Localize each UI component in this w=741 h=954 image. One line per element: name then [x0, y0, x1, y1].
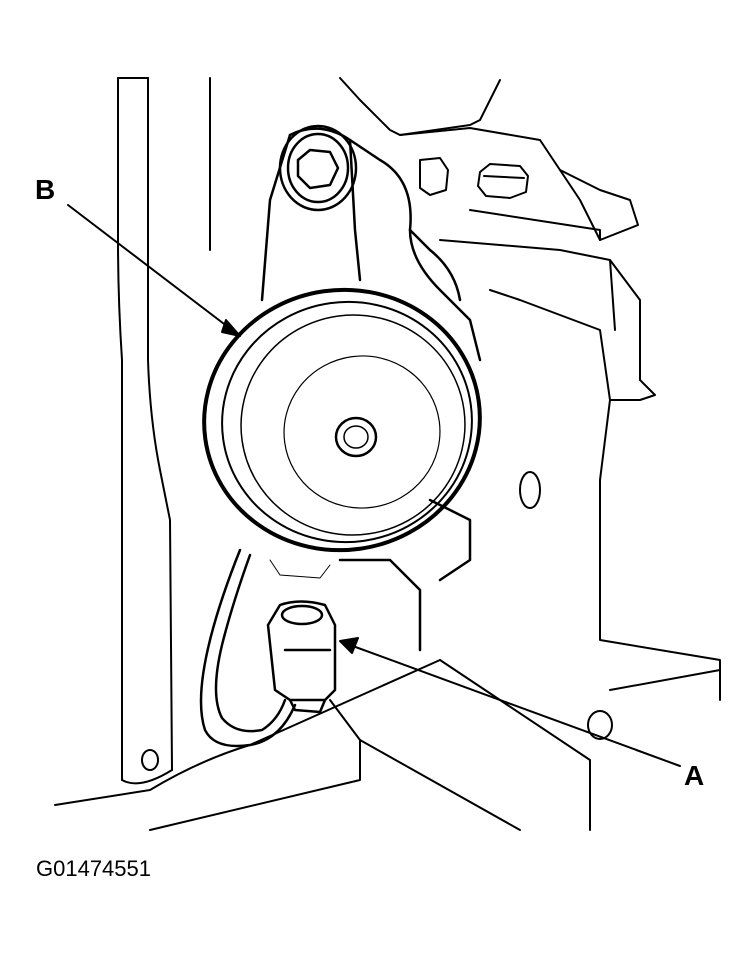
horn-bracket [260, 127, 482, 652]
frame-pillar [117, 77, 211, 785]
wire-harness [199, 548, 297, 748]
flange-bolt [419, 157, 529, 199]
upper-body [339, 77, 721, 701]
leader-line-b [67, 204, 241, 337]
connector-icon [266, 600, 337, 714]
callout-a: A [684, 760, 705, 791]
callout-b: B [35, 174, 56, 205]
figure-id: G01474551 [36, 856, 151, 881]
horn-icon [202, 287, 482, 579]
bracket-bolt [278, 124, 358, 212]
leader-line-a [339, 637, 681, 767]
mounting-hole [141, 471, 613, 771]
